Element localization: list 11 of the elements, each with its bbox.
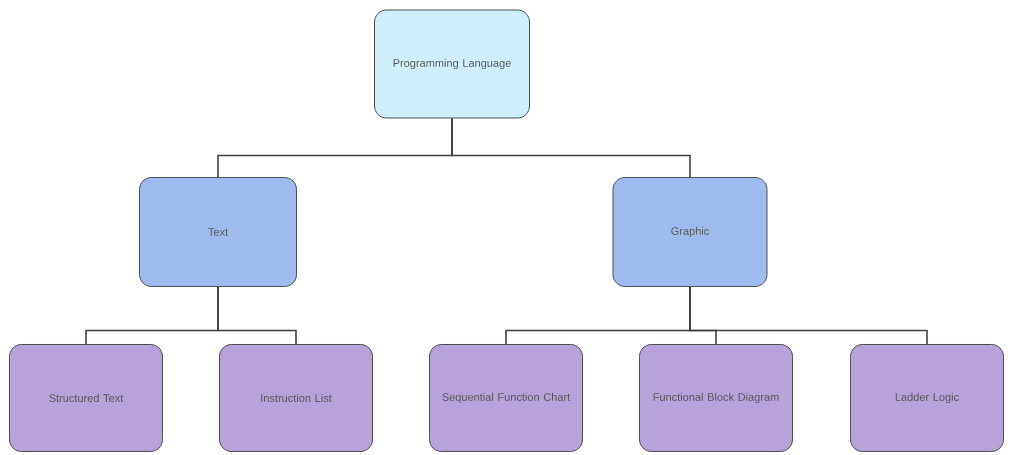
rounded-box: Functional Block Diagram (639, 344, 793, 452)
rounded-box: Text (139, 177, 297, 287)
rounded-box: Programming Language (374, 9, 530, 119)
rounded-box: Instruction List (219, 344, 373, 452)
connector (689, 286, 928, 345)
rounded-box: Graphic (612, 177, 768, 287)
rounded-box: Structured Text (9, 344, 163, 452)
connector (217, 286, 297, 345)
rounded-box: Sequential Function Chart (429, 344, 583, 452)
connector (451, 117, 691, 178)
rounded-box: Ladder Logic (850, 344, 1004, 452)
